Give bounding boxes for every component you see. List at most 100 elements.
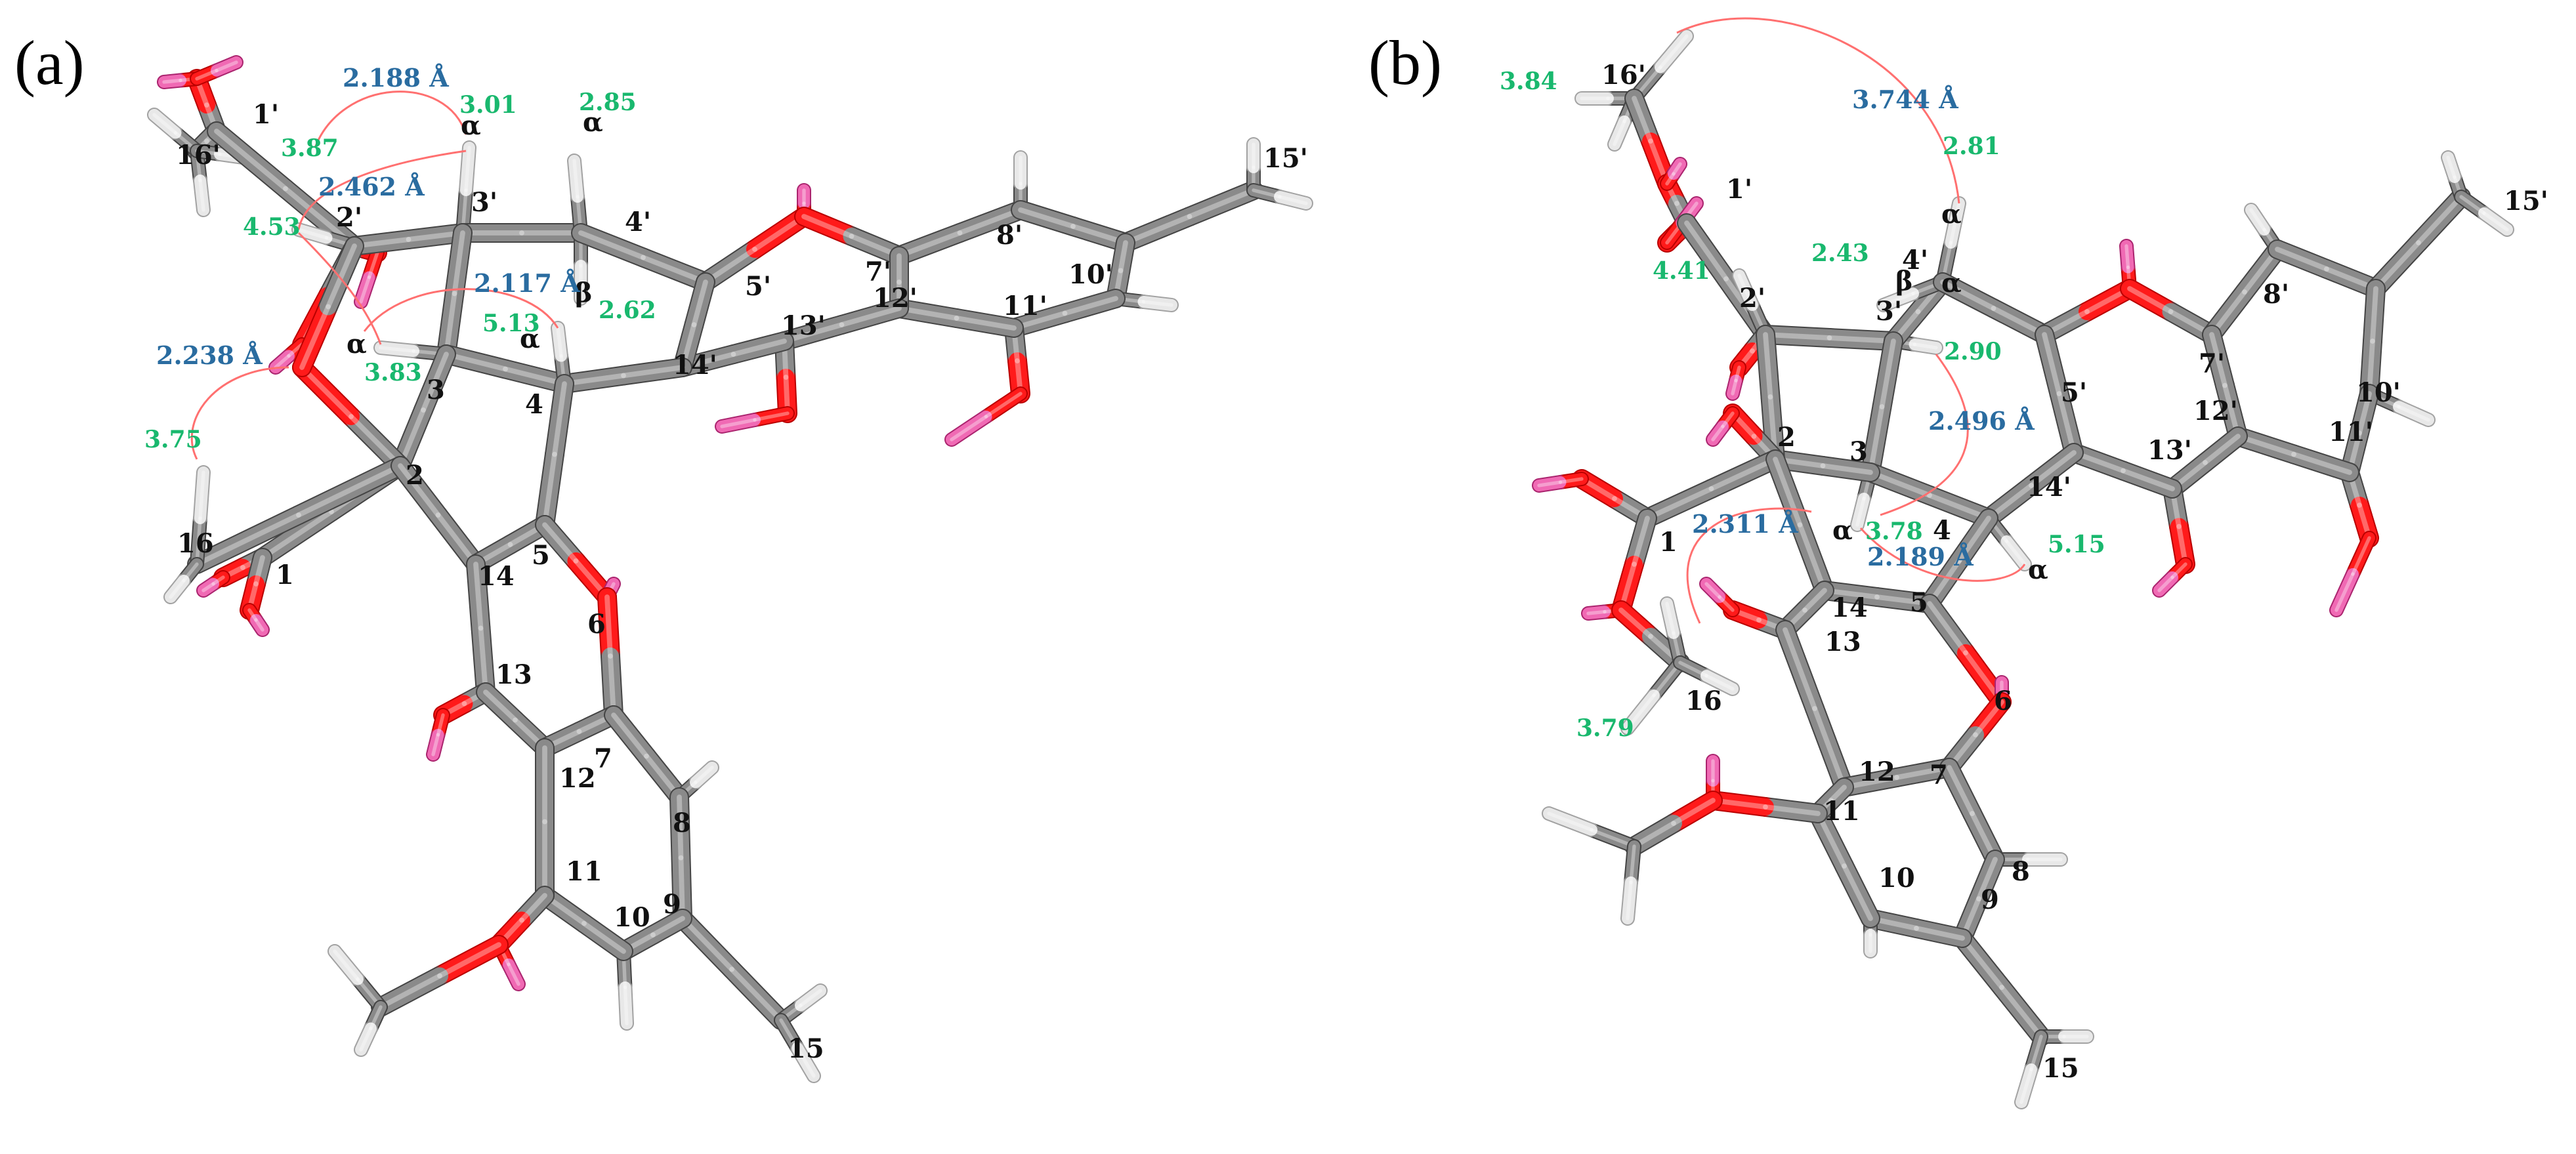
bond-highlight xyxy=(691,279,708,327)
bond-highlight xyxy=(1956,516,1991,564)
noe-arc xyxy=(297,150,467,230)
bond-highlight xyxy=(464,146,471,192)
bond-highlight xyxy=(1763,332,1832,340)
bond-highlight xyxy=(378,973,442,1010)
bond xyxy=(2153,571,2178,596)
atom-label: 14' xyxy=(2027,472,2071,503)
bond xyxy=(1012,201,1082,235)
bond xyxy=(605,707,655,765)
bond-highlight xyxy=(1927,493,1991,521)
bond xyxy=(2023,444,2082,494)
bond-highlight xyxy=(703,247,757,285)
bond xyxy=(635,249,714,291)
atom-label: 2 xyxy=(1777,422,1796,453)
bond xyxy=(671,789,690,867)
bond xyxy=(674,910,740,978)
atom-label: 5' xyxy=(2061,377,2087,408)
bond-highlight xyxy=(2291,451,2352,475)
bond-highlight xyxy=(957,207,1023,236)
bond-highlight xyxy=(444,291,457,357)
bond-highlight xyxy=(1868,404,1885,475)
bond xyxy=(951,201,1029,241)
bond-highlight xyxy=(2446,155,2457,179)
bond xyxy=(290,457,409,524)
bond-highlight xyxy=(169,579,186,599)
bond xyxy=(1862,464,1938,504)
atom-label: 12 xyxy=(559,763,596,794)
bond-highlight xyxy=(2029,450,2077,488)
bond xyxy=(438,285,463,363)
bond-highlight xyxy=(2209,332,2228,388)
bond-highlight xyxy=(211,575,225,586)
bond-highlight xyxy=(299,365,354,419)
bond-highlight xyxy=(2004,539,2027,566)
bond xyxy=(1700,578,1725,603)
bond-highlight xyxy=(782,322,845,344)
bond-highlight xyxy=(2370,286,2378,344)
bond xyxy=(948,310,1023,337)
bond xyxy=(552,322,567,362)
panel-b-bonds xyxy=(1532,29,2514,1109)
bond-highlight xyxy=(369,1005,383,1031)
bond xyxy=(2036,326,2068,402)
bond xyxy=(270,350,295,373)
bond-highlight xyxy=(431,733,440,756)
shift-label: 5.15 xyxy=(2048,531,2105,558)
bond xyxy=(685,274,714,333)
shift-label: 3.75 xyxy=(144,426,202,453)
noe-arc xyxy=(1676,17,1960,204)
bond-highlight xyxy=(1665,602,1676,635)
bond-highlight xyxy=(1812,706,1847,790)
noe-arc xyxy=(363,288,559,332)
bond xyxy=(1836,857,1879,927)
bond xyxy=(1777,621,1823,717)
atom-label: 11 xyxy=(1823,796,1860,827)
bond xyxy=(795,208,860,245)
bond-highlight xyxy=(1879,339,1896,409)
shift-label: 5.13 xyxy=(482,310,540,337)
atom-label: 11' xyxy=(1003,291,1047,321)
atom-label: 4 xyxy=(1933,515,1951,546)
atom-label: 3 xyxy=(1849,436,1868,467)
bond-highlight xyxy=(436,713,445,737)
bond-highlight xyxy=(299,304,331,370)
bond-highlight xyxy=(556,326,563,358)
bond xyxy=(293,224,333,244)
bond xyxy=(343,408,409,474)
bond-highlight xyxy=(247,608,258,622)
atom-label: 3' xyxy=(471,187,497,218)
bond-highlight xyxy=(1645,486,1714,521)
shift-label: 4.41 xyxy=(1653,257,1710,285)
bond-highlight xyxy=(1734,365,1741,382)
atom-label: 16' xyxy=(176,140,221,171)
bond xyxy=(1707,421,1729,445)
bond-highlight xyxy=(398,463,441,518)
bond-highlight xyxy=(437,942,501,979)
bond-highlight xyxy=(621,365,685,379)
bond xyxy=(158,74,186,88)
bond-highlight xyxy=(604,594,613,659)
bond xyxy=(1954,930,2010,996)
bond xyxy=(1639,480,1720,527)
bond xyxy=(1757,326,1779,405)
atom-label: 9 xyxy=(663,889,681,920)
bond xyxy=(556,367,632,392)
bond xyxy=(1791,516,1833,599)
bond xyxy=(431,936,507,985)
bond-highlight xyxy=(1590,828,1636,848)
bond-highlight xyxy=(2170,562,2187,579)
bond-highlight xyxy=(1868,470,1932,498)
bond-highlight xyxy=(214,129,288,192)
atom-label: 8 xyxy=(2012,856,2030,887)
atom-label: 2 xyxy=(406,460,424,491)
bond xyxy=(460,142,475,196)
atom-label: 8' xyxy=(996,220,1023,251)
bond-highlight xyxy=(1118,240,1128,274)
atom-label: 13 xyxy=(496,659,532,690)
bond-highlight xyxy=(503,366,567,386)
bond xyxy=(1056,290,1124,322)
bond-highlight xyxy=(680,916,734,972)
bond xyxy=(1921,595,1974,661)
bond-highlight xyxy=(296,463,403,518)
atom-label: 11' xyxy=(2329,417,2373,447)
